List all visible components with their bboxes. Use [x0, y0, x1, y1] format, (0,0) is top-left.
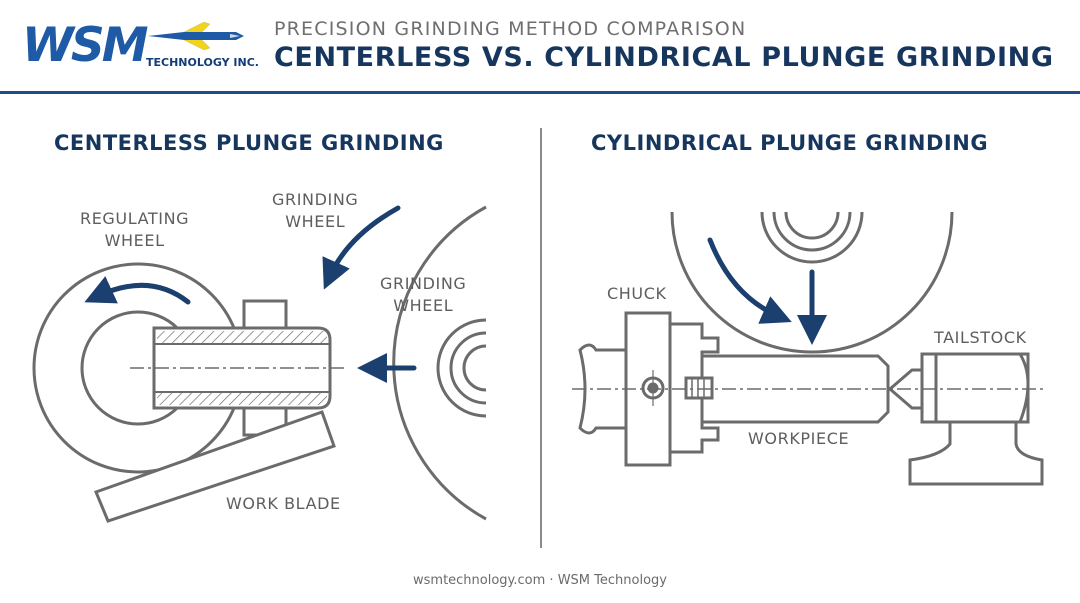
grinding-wheel-top-label: GRINDING WHEEL: [272, 189, 358, 233]
tailstock-quill: [920, 352, 938, 424]
chuck-label: CHUCK: [607, 284, 667, 303]
regulating-wheel-label: REGULATING WHEEL: [80, 208, 189, 252]
cyl-rotation-arrow: [707, 237, 792, 324]
regulating-rotation-arrow: [84, 276, 191, 305]
centerless-drawing: [32, 205, 487, 523]
tailstock-label: TAILSTOCK: [934, 328, 1027, 347]
work-blade: [94, 410, 336, 523]
header: WSM TECHNOLOGY INC. PRECISION GRINDING M…: [0, 0, 1080, 94]
cyl-workpiece: [700, 354, 890, 424]
grinding-wheel-right-label-line2: WHEEL: [393, 296, 454, 315]
regulating-wheel-label-line1: REGULATING: [80, 209, 190, 228]
centerless-arrows: [84, 205, 417, 383]
company-logo[interactable]: WSM TECHNOLOGY INC.: [22, 16, 259, 74]
page-title: CENTERLESS VS. CYLINDRICAL PLUNGE GRINDI…: [274, 42, 1054, 73]
cylindrical-section-title: CYLINDRICAL PLUNGE GRINDING: [591, 131, 989, 155]
section-divider: [540, 128, 542, 548]
grinding-wheel-hub: [436, 318, 487, 418]
jet-icon: [148, 22, 244, 50]
grinding-wheel: [392, 205, 487, 521]
grinding-wheel-right-label: GRINDING WHEEL: [380, 273, 466, 317]
centerless-section-title: CENTERLESS PLUNGE GRINDING: [54, 131, 444, 155]
header-rule: [0, 91, 1080, 94]
cylindrical-arrows: [707, 237, 827, 345]
grinding-wheel-top-label-line2: WHEEL: [285, 212, 346, 231]
cyl-grinding-wheel: [670, 211, 954, 354]
work-blade-label: WORK BLADE: [226, 494, 341, 513]
grinding-wheel-right-label-line1: GRINDING: [380, 274, 467, 293]
cylindrical-drawing: [572, 211, 1046, 486]
tailstock-base: [908, 420, 1044, 486]
grinding-wheel-top-label-line1: GRINDING: [272, 190, 359, 209]
cyl-grinding-wheel-hub: [760, 211, 864, 264]
page-subtitle: PRECISION GRINDING METHOD COMPARISON: [274, 18, 747, 40]
workpiece-label: WORKPIECE: [748, 429, 850, 448]
grinding-rotation-arrow: [322, 205, 401, 290]
footer-credit: wsmtechnology.com · WSM Technology: [413, 573, 667, 588]
regulating-wheel-label-line2: WHEEL: [104, 231, 165, 250]
logo-wordmark: WSM: [22, 18, 148, 73]
logo-subtext: TECHNOLOGY INC.: [146, 56, 259, 69]
